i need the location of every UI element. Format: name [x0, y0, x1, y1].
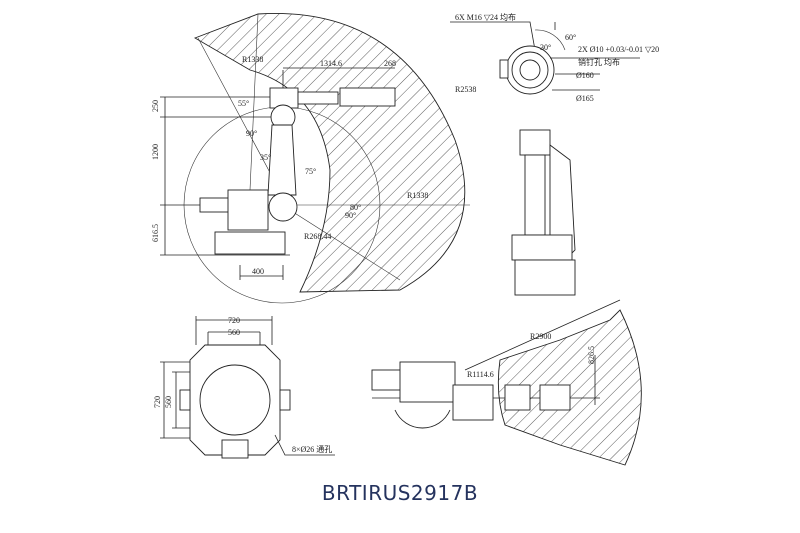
model-name: BRTIRUS2917B [321, 481, 479, 505]
work-envelope-hatched [193, 12, 466, 293]
angle-35: 35° [260, 153, 271, 162]
angle-55: 55° [238, 99, 249, 108]
d160-label: Ø160 [576, 71, 594, 80]
base [214, 231, 286, 255]
angle-90: 90° [246, 129, 257, 138]
reach-label: 1314.6 [320, 59, 342, 68]
h1200-label: 1200 [151, 144, 160, 160]
r2900-label: R2900 [530, 332, 551, 341]
wrist [339, 87, 396, 107]
w400-label: 400 [252, 267, 264, 276]
r268-label: R268.44 [304, 232, 331, 241]
base-w560: 560 [228, 328, 240, 337]
base-h560: 560 [164, 396, 173, 408]
motor [199, 197, 231, 213]
top-view: R2900 R1114.6 826.5 [371, 299, 642, 466]
angle-60: 60° [565, 33, 576, 42]
h616-label: 616.5 [151, 224, 160, 242]
angle-80: 80° [350, 203, 361, 212]
angle-75: 75° [305, 167, 316, 176]
bolt-note: 6X M16 ▽24 均布 [455, 12, 516, 22]
pin-note: 2X Ø10 +0.03/-0.01 ▽20 [578, 45, 659, 54]
r1338-mid-label: R1338 [407, 191, 428, 200]
d165-label: Ø165 [576, 94, 594, 103]
r1338-label: R1338 [242, 55, 263, 64]
base-view: 720 560 720 560 8×Ø26 通孔 [153, 316, 335, 459]
r2538-label: R2538 [455, 85, 476, 94]
hole-note: 8×Ø26 通孔 [292, 444, 332, 454]
base-w720: 720 [228, 316, 240, 325]
r1114-label: R1114.6 [467, 370, 494, 379]
lower-arm [267, 124, 297, 196]
angle-30: 30° [540, 43, 551, 52]
angle-90b: 90° [345, 211, 356, 220]
base-h720: 720 [153, 396, 162, 408]
front-view [511, 129, 576, 296]
wrist-offset-label: 268 [384, 59, 396, 68]
pin-note-2: 销钉孔 均布 [578, 57, 620, 67]
front-base [514, 259, 576, 296]
dim-826-label: 826.5 [587, 346, 596, 364]
h250-label: 250 [151, 100, 160, 112]
flange-view: 6X M16 ▽24 均布 60° 30° 2X Ø10 +0.03/-0.01… [450, 12, 659, 103]
side-view: R1338 1314.6 268 R2538 R1338 R268.44 250… [151, 12, 476, 304]
